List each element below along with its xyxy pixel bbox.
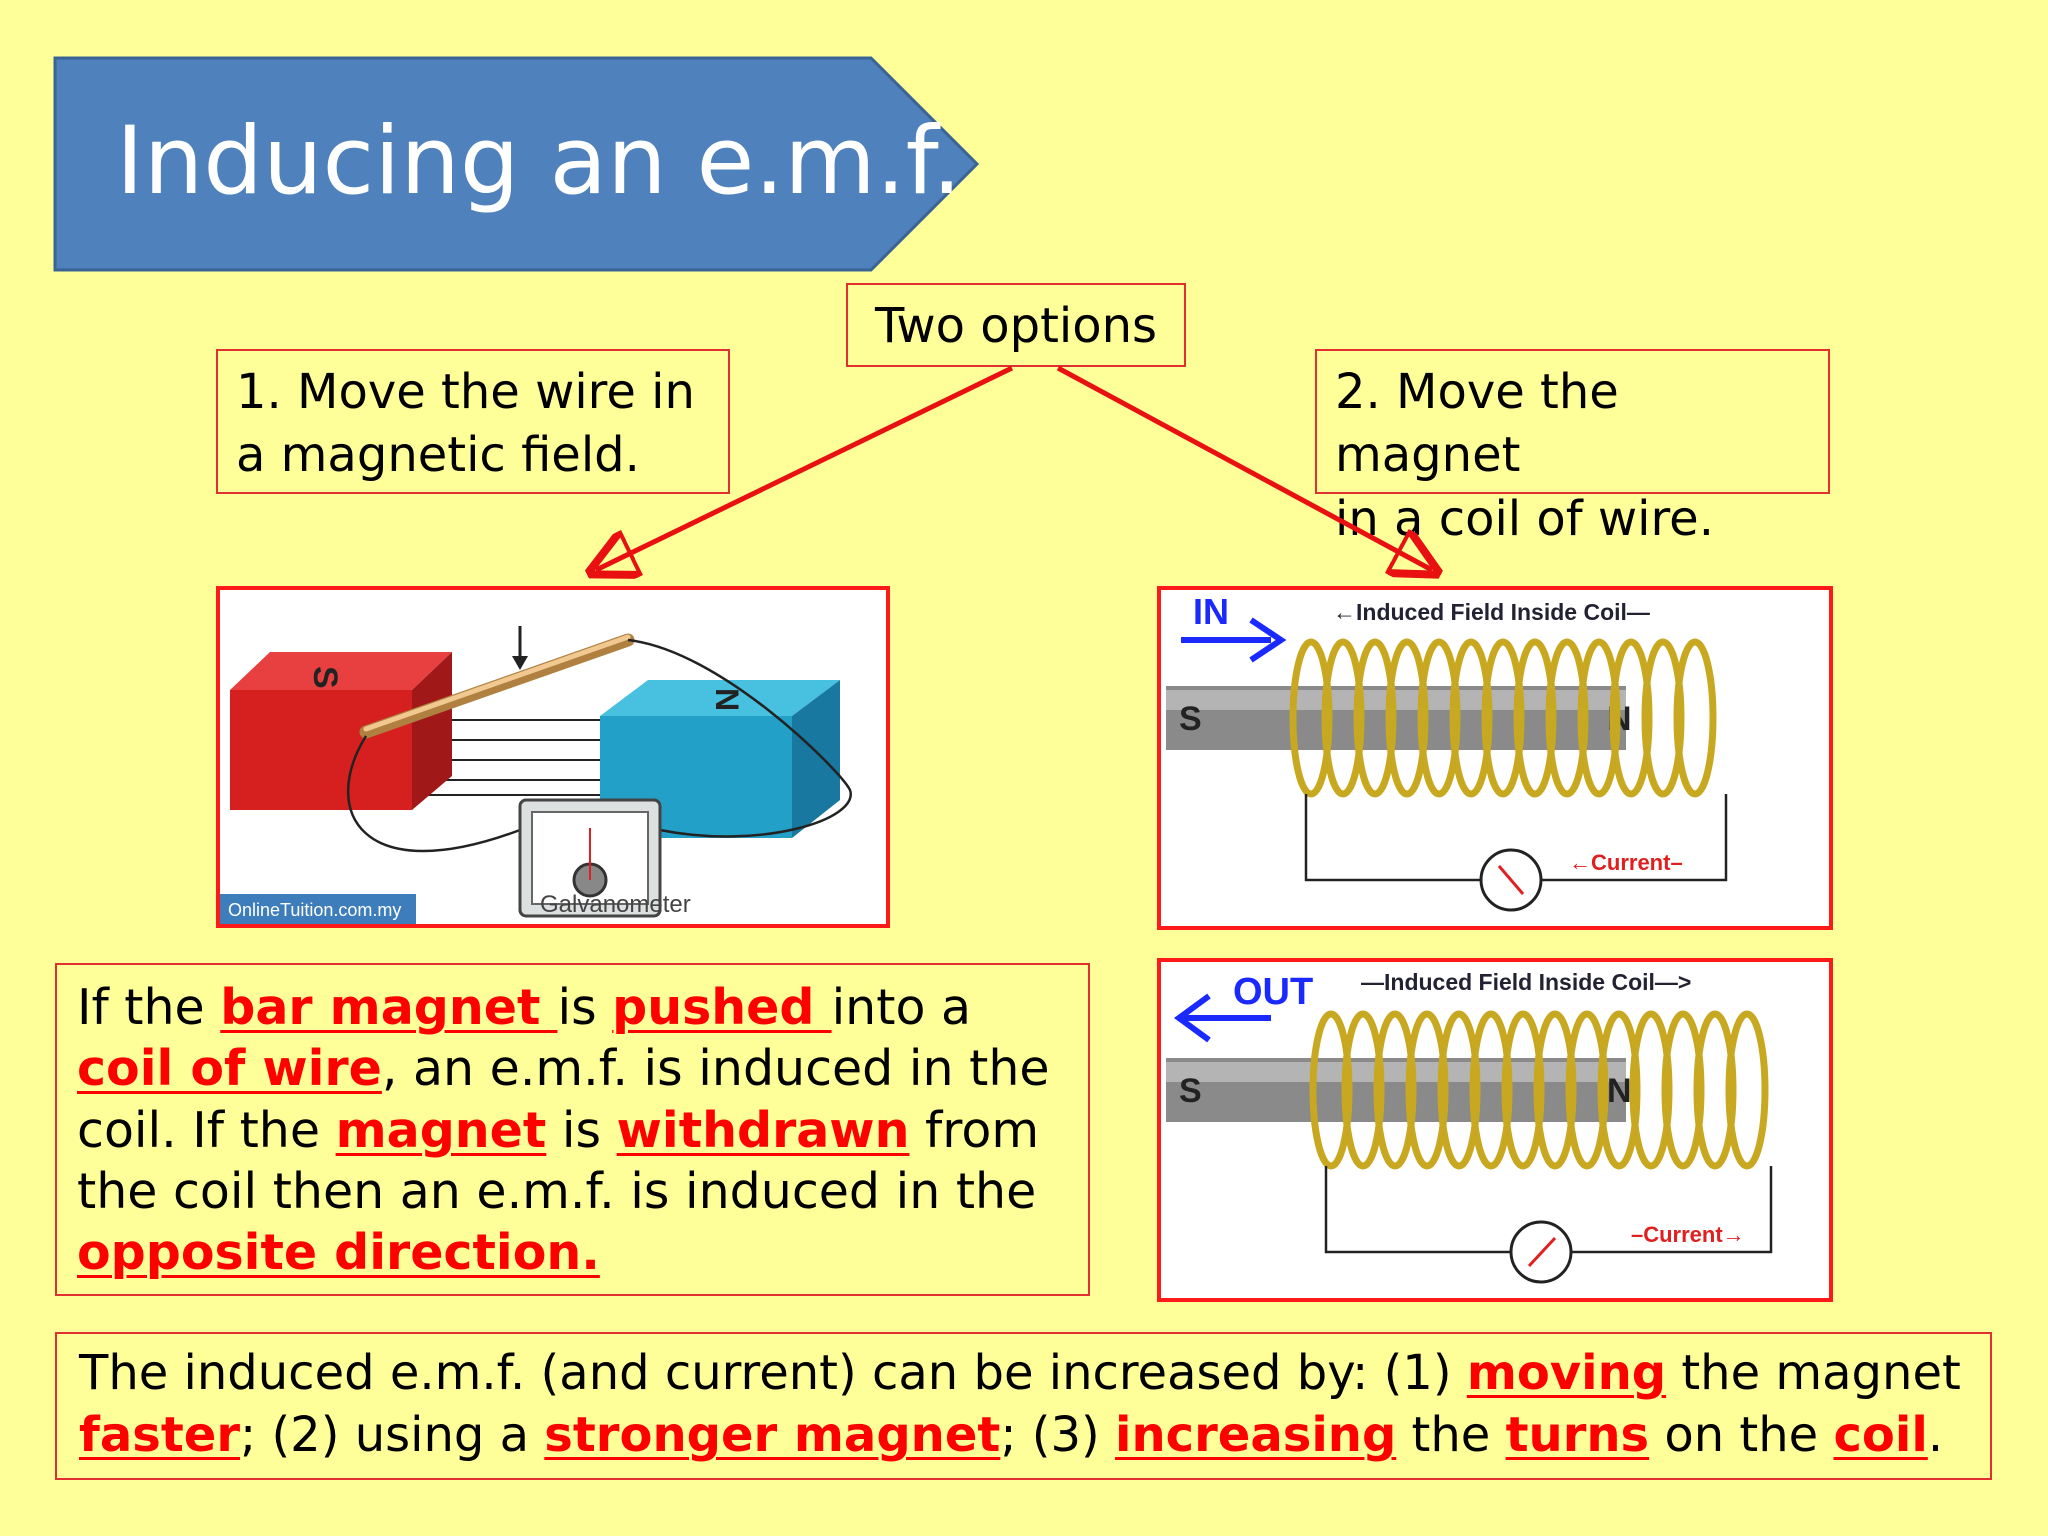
summary-text-5: the [1396,1407,1506,1464]
summary-text-1: The induced e.m.f. (and current) can be … [79,1345,1467,1401]
arrow-left [596,365,1014,570]
fig2-field-label: ←Induced Field Inside Coil— [1333,599,1650,625]
title-banner [53,56,980,272]
explain-text-3: into a [831,979,972,1036]
explanation-box: If the bar magnet is pushed into a coil … [55,963,1090,1296]
option-1-line-1: 1. Move the wire in [236,364,695,420]
key-term-turns: turns [1505,1407,1650,1464]
explain-text-4: , an e.m.f. is induced in the coil. If t… [77,1040,1050,1159]
summary-box: The induced e.m.f. (and current) can be … [55,1332,1992,1480]
fig1-galvanometer-label: Galvanometer [540,891,691,918]
summary-text-2: the magnet [1666,1345,1961,1401]
summary-text-4: ; (3) [1000,1407,1116,1464]
fig1-pole-s: S [306,666,344,689]
key-term-pushed: pushed [612,979,832,1036]
key-term-opposite-direction: opposite direction. [77,1224,600,1281]
option-2-line-1: 2. Move the magnet [1335,364,1619,484]
key-term-stronger-magnet: stronger magnet [544,1407,1001,1464]
fig2-direction: IN [1193,591,1229,632]
fig3-direction: OUT [1233,971,1313,1013]
key-term-moving: moving [1466,1345,1667,1401]
page-title: Inducing an e.m.f. [116,107,962,216]
key-term-magnet: magnet [335,1101,547,1159]
fig3-pole-n: N [1607,1072,1632,1110]
fig1-credit: OnlineTuition.com.my [228,900,401,920]
figure-magnet-out: OUT —Induced Field Inside Coil—> S N –Cu… [1157,958,1833,1302]
figure-magnet-in: IN ←Induced Field Inside Coil— S N ←Curr… [1157,586,1833,930]
two-options-label: Two options [874,298,1158,354]
figure-wire-magnetic-field: S N Galvanometer OnlineTuition.com.my [216,586,890,928]
fig3-current-label: –Current→ [1631,1222,1745,1247]
fig3-field-label: —Induced Field Inside Coil—> [1361,969,1691,995]
fig2-current-label: ←Current– [1569,850,1683,875]
key-term-increasing: increasing [1115,1407,1397,1464]
option-arrows [0,365,2048,620]
option-1-line-2: a magnetic field. [236,427,640,484]
key-term-coil-of-wire: coil of wire [77,1040,382,1098]
option-2-box: 2. Move the magnet in a coil of wire. [1315,349,1830,547]
key-term-withdrawn: withdrawn [616,1101,910,1159]
fig1-pole-n: N [709,688,745,711]
explain-text-5: is [546,1101,617,1159]
key-term-coil: coil [1833,1407,1928,1464]
option-1-box: 1. Move the wire in a magnetic field. [216,349,730,494]
explain-text-6: from the coil then an e.m.f. is induced … [77,1101,1040,1220]
summary-text-6: on the [1649,1407,1834,1464]
two-options-box: Two options [846,283,1186,367]
fig3-pole-s: S [1179,1072,1202,1110]
fig2-pole-s: S [1179,700,1202,738]
explain-text-2: is [557,979,613,1036]
summary-text-3: ; (2) using a [240,1407,545,1464]
summary-text-7: . [1927,1407,1944,1464]
key-term-bar-magnet: bar magnet [220,979,558,1036]
explain-text-1: If the [77,979,221,1036]
arrow-right [1056,365,1432,570]
key-term-faster: faster [79,1407,241,1464]
